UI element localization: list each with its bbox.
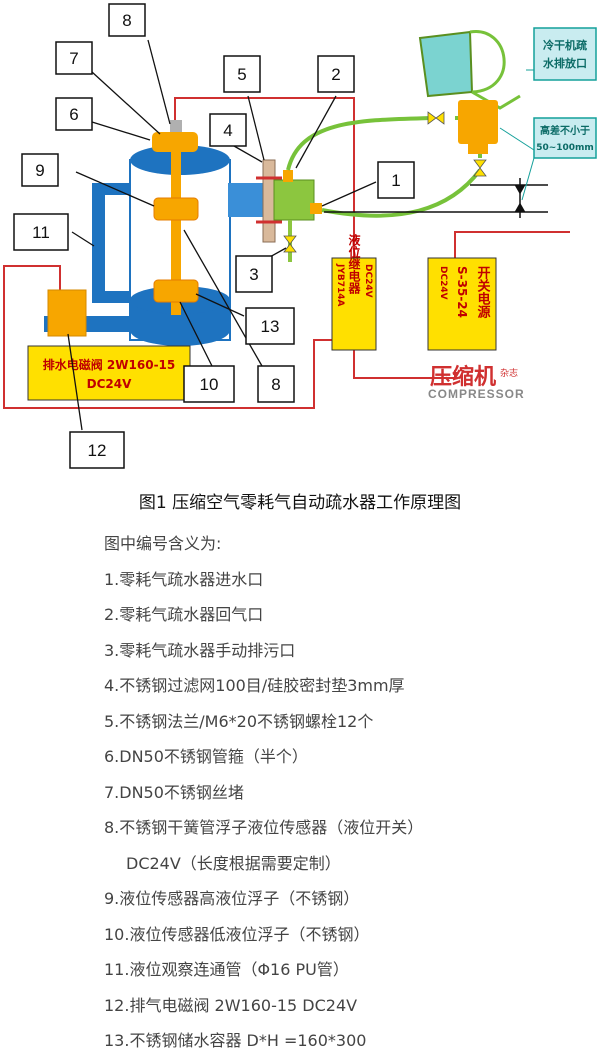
svg-text:压缩机: 压缩机 bbox=[430, 364, 496, 390]
relay-model: JYB714A bbox=[335, 263, 345, 307]
height-label-leader bbox=[499, 127, 535, 151]
callout-2: 2 bbox=[317, 55, 355, 93]
legend-item: 6.DN50不锈钢管箍（半个） bbox=[104, 747, 308, 766]
manual-drain-valve bbox=[283, 220, 297, 262]
callout-labels: 8 7 6 9 11 5 4 2 1 3 13 8 10 12 bbox=[13, 3, 415, 469]
legend-item: 5.不锈钢法兰/M6*20不锈钢螺栓12个 bbox=[104, 711, 374, 731]
svg-text:11: 11 bbox=[32, 223, 50, 242]
legend: 图中编号含义为: 1.零耗气疏水器进水口 2.零耗气疏水器回气口 3.零耗气疏水… bbox=[104, 526, 594, 1059]
callout-5: 5 bbox=[223, 55, 261, 93]
svg-text:5: 5 bbox=[237, 65, 246, 84]
svg-text:COMPRESSOR: COMPRESSOR bbox=[428, 387, 525, 401]
height-diff-marker bbox=[324, 178, 548, 218]
callout-8-top: 8 bbox=[108, 3, 146, 37]
figure-caption: 图1 压缩空气零耗气自动疏水器工作原理图 bbox=[138, 493, 462, 513]
svg-text:12: 12 bbox=[88, 441, 107, 460]
legend-item: 12.排气电磁阀 2W160-15 DC24V bbox=[104, 995, 358, 1015]
height-label-line2: 50~100mm bbox=[536, 143, 594, 153]
relay-box: 液位继电器 JYB714A DC24V bbox=[331, 233, 377, 351]
cooler-label-line1: 冷干机疏 bbox=[543, 38, 587, 52]
observation-tube bbox=[92, 183, 132, 303]
svg-text:2: 2 bbox=[331, 65, 340, 84]
valve-spec-line1: 排水电磁阀 2W160-15 bbox=[43, 357, 176, 372]
callout-3: 3 bbox=[235, 255, 273, 293]
schematic-diagram: 排水电磁阀 2W160-15 DC24V 液位继电器 JYB714A DC24V… bbox=[3, 3, 597, 469]
relay-voltage: DC24V bbox=[363, 264, 373, 298]
psu-voltage: DC24V bbox=[438, 266, 448, 300]
callout-11: 11 bbox=[13, 213, 69, 251]
legend-item: 8.不锈钢干簧管浮子液位传感器（液位开关） bbox=[104, 818, 424, 837]
cooler-label-box: 冷干机疏 水排放口 bbox=[533, 27, 597, 81]
legend-item: 7.DN50不锈钢丝堵 bbox=[104, 782, 244, 802]
valve-spec-line2: DC24V bbox=[87, 377, 132, 391]
power-supply-box: 开关电源 S-35-24 DC24V bbox=[427, 257, 497, 351]
height-label-leader-2 bbox=[521, 157, 535, 201]
legend-title: 图中编号含义为: bbox=[104, 534, 222, 553]
cooler-drain bbox=[418, 30, 521, 177]
legend-item: 10.液位传感器低液位浮子（不锈钢） bbox=[104, 924, 370, 944]
svg-text:8: 8 bbox=[122, 11, 131, 30]
legend-item: 9.液位传感器高液位浮子（不锈钢） bbox=[104, 889, 360, 908]
inlet-port-1 bbox=[310, 203, 322, 214]
callout-7: 7 bbox=[55, 41, 93, 75]
callout-1: 1 bbox=[377, 161, 415, 199]
callout-12: 12 bbox=[69, 431, 125, 469]
svg-text:3: 3 bbox=[249, 265, 258, 284]
svg-text:8: 8 bbox=[271, 375, 280, 394]
return-port-2 bbox=[283, 170, 293, 182]
drain-solenoid bbox=[47, 289, 87, 337]
relay-title: 液位继电器 bbox=[347, 233, 361, 295]
psu-model: S-35-24 bbox=[455, 266, 469, 318]
callout-13: 13 bbox=[245, 307, 295, 345]
svg-text:杂志: 杂志 bbox=[500, 367, 518, 379]
watermark: 压缩机 杂志 COMPRESSOR bbox=[428, 364, 525, 401]
callout-10: 10 bbox=[183, 365, 235, 403]
callout-9: 9 bbox=[21, 153, 59, 187]
legend-item: 13.不锈钢储水容器 D*H =160*300 bbox=[104, 1031, 367, 1050]
trap-body bbox=[273, 179, 315, 221]
legend-item: 2.零耗气疏水器回气口 bbox=[104, 605, 264, 624]
svg-text:13: 13 bbox=[261, 317, 280, 336]
callout-8-bottom: 8 bbox=[257, 365, 295, 403]
valve-spec-box: 排水电磁阀 2W160-15 DC24V bbox=[27, 345, 191, 401]
callout-4: 4 bbox=[209, 113, 247, 147]
callout-6: 6 bbox=[55, 97, 93, 131]
flange bbox=[256, 159, 282, 243]
legend-item: 3.零耗气疏水器手动排污口 bbox=[104, 640, 296, 660]
legend-item: 11.液位观察连通管（Φ16 PU管） bbox=[104, 960, 349, 979]
svg-text:4: 4 bbox=[223, 121, 232, 140]
cooler-label-line2: 水排放口 bbox=[543, 56, 587, 70]
height-label-box: 高差不小于 50~100mm bbox=[533, 117, 597, 159]
float-sensor bbox=[152, 120, 199, 315]
legend-item: 1.零耗气疏水器进水口 bbox=[104, 569, 264, 589]
svg-text:6: 6 bbox=[69, 105, 78, 124]
cooler-valve bbox=[427, 111, 445, 125]
svg-text:7: 7 bbox=[69, 49, 78, 68]
wiring bbox=[3, 97, 570, 409]
svg-text:1: 1 bbox=[391, 171, 400, 190]
height-label-line1: 高差不小于 bbox=[540, 124, 590, 137]
legend-item-continuation: DC24V（长度根据需要定制） bbox=[126, 853, 341, 873]
svg-text:9: 9 bbox=[35, 161, 44, 180]
psu-title: 开关电源 bbox=[475, 266, 491, 319]
svg-text:10: 10 bbox=[200, 375, 219, 394]
legend-item: 4.不锈钢过滤网100目/硅胶密封垫3mm厚 bbox=[104, 676, 405, 695]
